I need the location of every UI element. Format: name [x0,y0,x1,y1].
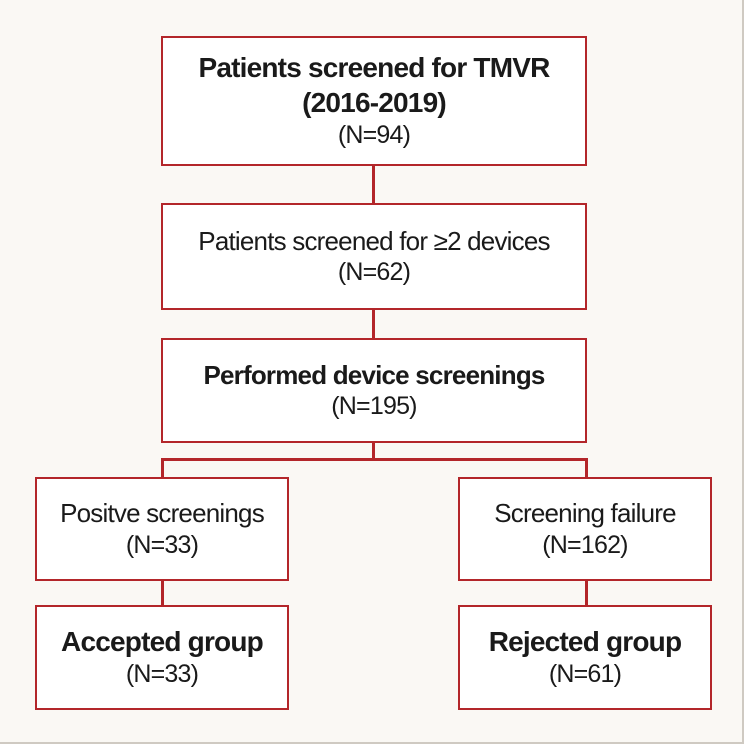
connector-split-to-failure [585,458,588,479]
box-screening-failure-title: Screening failure [494,498,676,529]
connector-screened-to-two-devices [372,164,375,204]
box-two-devices-count: (N=62) [337,258,411,287]
box-positive-screenings-count: (N=33) [125,530,199,559]
box-positive-screenings-title: Positve screenings [60,498,265,529]
box-rejected-group-title: Rejected group [488,626,682,658]
box-accepted-group-count: (N=33) [125,660,199,689]
connector-horizontal-split [161,458,588,461]
box-patients-screened: Patients screened for TMVR (2016-2019) (… [161,36,587,166]
connector-split-to-positive [161,458,164,479]
box-performed-screenings-title: Performed device screenings [203,359,545,390]
box-screening-failure-count: (N=162) [542,530,628,559]
box-accepted-group: Accepted group (N=33) [35,605,289,710]
connector-two-devices-to-performed [372,308,375,339]
box-rejected-group: Rejected group (N=61) [458,605,712,710]
box-patients-screened-count: (N=94) [337,121,411,150]
box-rejected-group-count: (N=61) [548,660,622,689]
connector-failure-to-rejected [585,579,588,607]
box-patients-screened-title-line1: Patients screened for TMVR [198,52,550,84]
box-performed-screenings-count: (N=195) [331,392,417,421]
box-two-devices-title: Patients screened for ≥2 devices [198,225,550,256]
box-accepted-group-title: Accepted group [61,626,264,658]
box-screening-failure: Screening failure (N=162) [458,477,712,581]
box-positive-screenings: Positve screenings (N=33) [35,477,289,581]
connector-positive-to-accepted [161,579,164,607]
box-performed-screenings: Performed device screenings (N=195) [161,338,587,443]
box-patients-screened-title-line2: (2016-2019) [302,87,447,119]
connector-performed-down [372,441,375,460]
box-two-devices: Patients screened for ≥2 devices (N=62) [161,203,587,310]
